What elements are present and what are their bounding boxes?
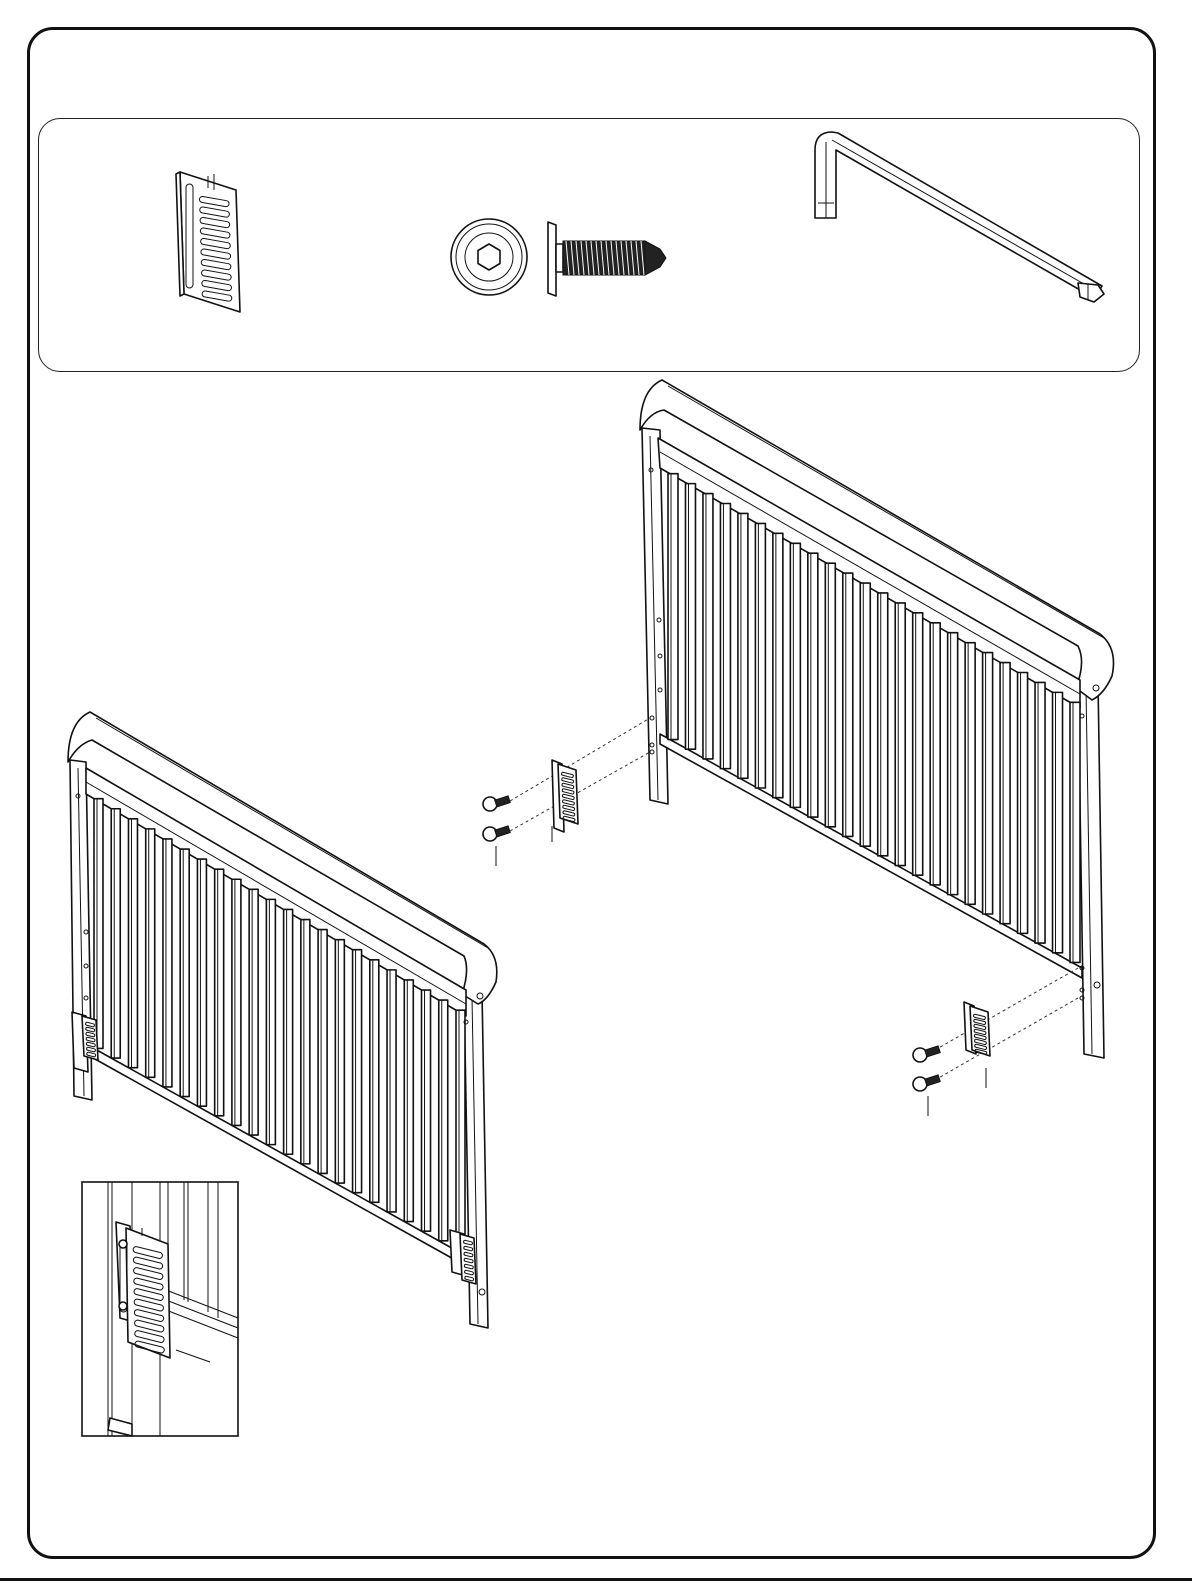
headboard-slat xyxy=(895,603,905,866)
headboard-slat xyxy=(1035,682,1045,943)
footboard-slat xyxy=(249,889,258,1135)
footboard-slat xyxy=(163,839,172,1087)
headboard-slat xyxy=(930,623,940,885)
headboard-slat xyxy=(878,593,888,856)
headboard-slat xyxy=(825,563,835,827)
headboard-slat xyxy=(703,494,713,759)
headboard-slat xyxy=(843,573,853,836)
footboard-slat xyxy=(94,799,103,1049)
headboard-left-hardware xyxy=(483,718,650,866)
headboard-illustration xyxy=(640,380,1114,1058)
bolt-icon xyxy=(483,796,510,811)
headboard-slat xyxy=(790,543,800,807)
footboard-slat xyxy=(128,819,137,1068)
headboard-slat xyxy=(913,613,923,875)
footboard-slat xyxy=(370,960,379,1203)
footboard-slat xyxy=(111,809,120,1058)
bolt-icon xyxy=(913,1075,940,1091)
headboard-slat xyxy=(773,533,783,797)
footboard-slat xyxy=(404,980,413,1222)
bolt-side-icon xyxy=(548,222,666,296)
detail-inset xyxy=(82,1182,238,1436)
allen-wrench-icon xyxy=(815,132,1104,302)
bolt-head-icon xyxy=(451,219,527,295)
headboard-slat xyxy=(685,484,695,750)
headboard-slat xyxy=(1018,672,1028,933)
footboard-slat xyxy=(422,990,431,1231)
footboard-slat xyxy=(266,899,275,1144)
footboard-slat xyxy=(353,950,362,1193)
headboard-slat xyxy=(808,553,818,817)
bolt-icon xyxy=(913,1046,940,1062)
headboard-slat xyxy=(948,633,958,895)
headboard-slat xyxy=(1070,702,1080,962)
footboard-slat xyxy=(318,930,327,1174)
headboard-slat xyxy=(668,474,678,740)
footboard-slat xyxy=(215,869,224,1116)
headboard-right-hardware xyxy=(913,968,1078,1116)
headboard-slat xyxy=(1000,663,1010,924)
footboard-slat xyxy=(284,909,293,1154)
slotted-bracket-icon xyxy=(176,172,240,312)
headboard-slat xyxy=(1053,692,1063,952)
footboard-slat xyxy=(439,1000,448,1241)
footboard-slat xyxy=(197,859,206,1106)
footboard-slat xyxy=(180,849,189,1097)
footboard-slat xyxy=(335,940,344,1183)
headboard-slat xyxy=(965,643,975,905)
headboard-slat xyxy=(983,653,993,914)
bolt-icon xyxy=(483,826,510,841)
footboard-slat xyxy=(387,970,396,1212)
footboard-slat xyxy=(232,879,241,1125)
footboard-slat xyxy=(146,829,155,1077)
headboard-slat xyxy=(738,513,748,778)
headboard-slat xyxy=(720,504,730,769)
headboard-slat xyxy=(860,583,870,846)
footboard-slat xyxy=(301,920,310,1164)
footboard-slat xyxy=(456,1010,465,1250)
headboard-slat xyxy=(755,523,765,788)
